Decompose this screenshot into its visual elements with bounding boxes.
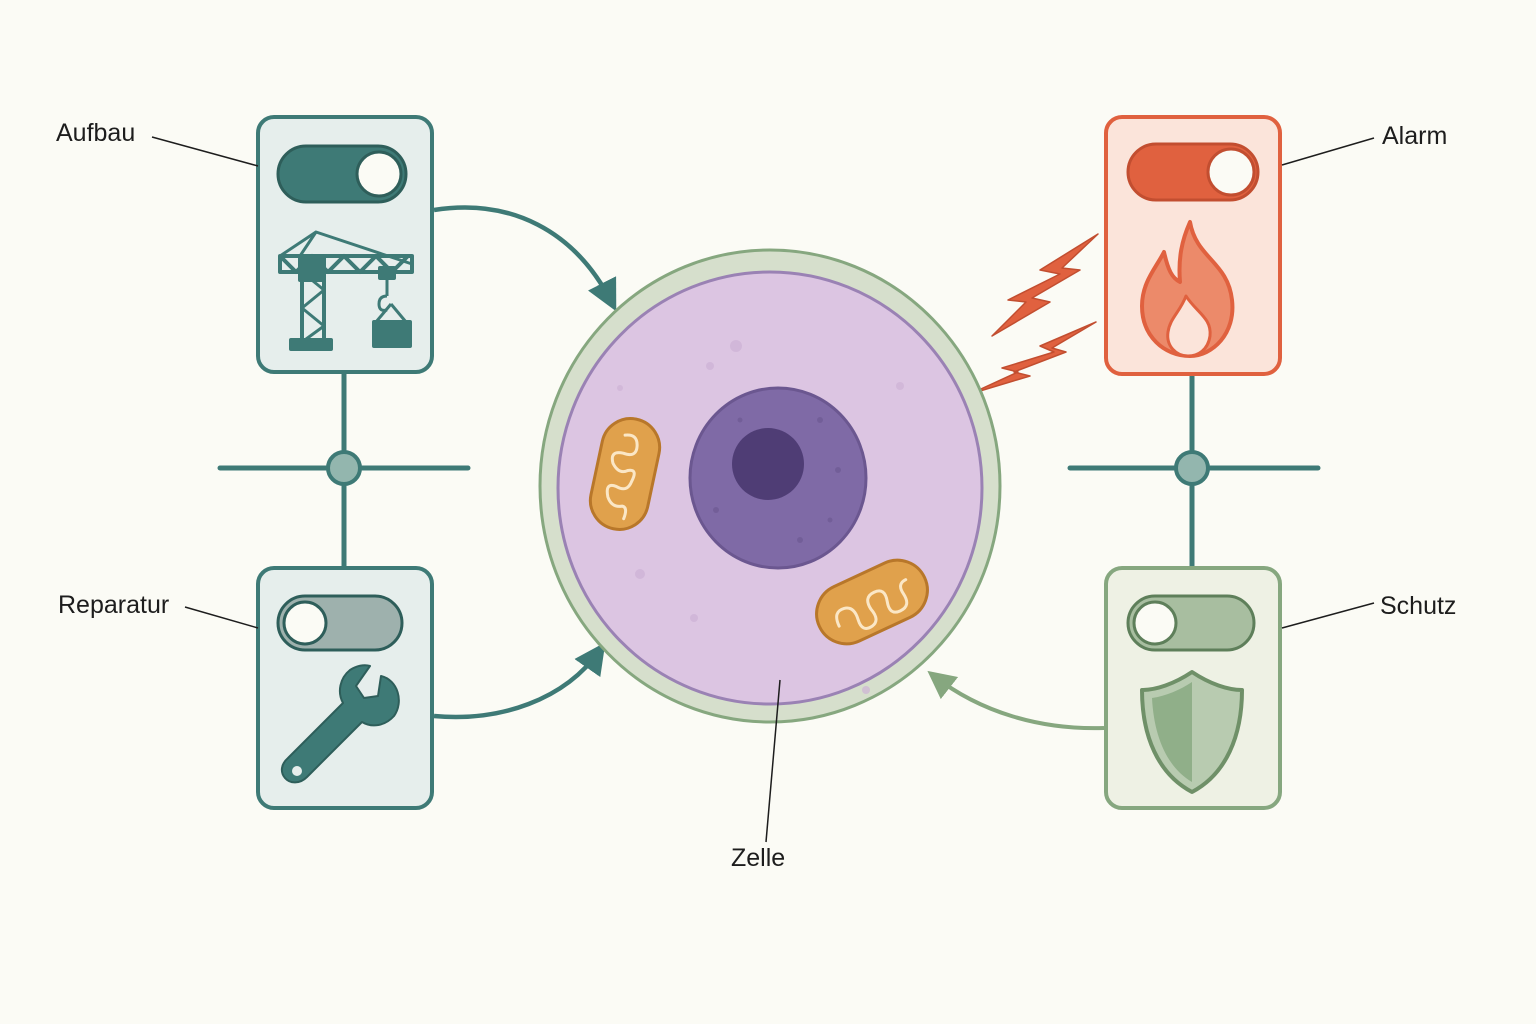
nucleus (688, 386, 868, 570)
repair-leader-line (184, 606, 259, 629)
protect-leader-line (1281, 602, 1375, 629)
alarm-label: Alarm (1382, 122, 1447, 150)
mitochondrion-left (588, 417, 662, 531)
protect-card[interactable]: Schutz (1104, 566, 1456, 810)
cytoplasm-granules (617, 340, 904, 694)
wrench-icon (280, 664, 400, 784)
protect-toggle-switch[interactable] (1126, 594, 1256, 652)
right-connector (1067, 375, 1321, 568)
flame-icon (1140, 220, 1235, 358)
shield-icon (1140, 670, 1244, 794)
crane-icon (278, 230, 414, 351)
alarm-leader-line (1281, 137, 1375, 166)
mitochondrion-right (815, 558, 929, 646)
protect-label: Schutz (1380, 592, 1456, 620)
build-card[interactable]: Aufbau (56, 115, 434, 374)
left-connector (217, 372, 471, 568)
protect-arrow (927, 670, 1105, 731)
repair-label: Reparatur (58, 591, 169, 619)
repair-card[interactable]: Reparatur (58, 566, 434, 810)
cell-label: Zelle (731, 844, 785, 872)
nucleolus (732, 428, 804, 500)
repair-toggle-switch[interactable] (276, 594, 404, 652)
alarm-card[interactable]: Alarm (1104, 115, 1447, 376)
repair-arrow (433, 642, 606, 720)
lightning-bolt-icon (969, 233, 1099, 395)
build-leader-line (151, 136, 259, 167)
build-arrow (433, 205, 617, 312)
build-toggle-switch[interactable] (276, 144, 408, 204)
alarm-toggle-switch[interactable] (1126, 142, 1260, 202)
cell-leader-line (765, 679, 781, 843)
build-label: Aufbau (56, 119, 135, 147)
cell[interactable] (538, 248, 1002, 724)
